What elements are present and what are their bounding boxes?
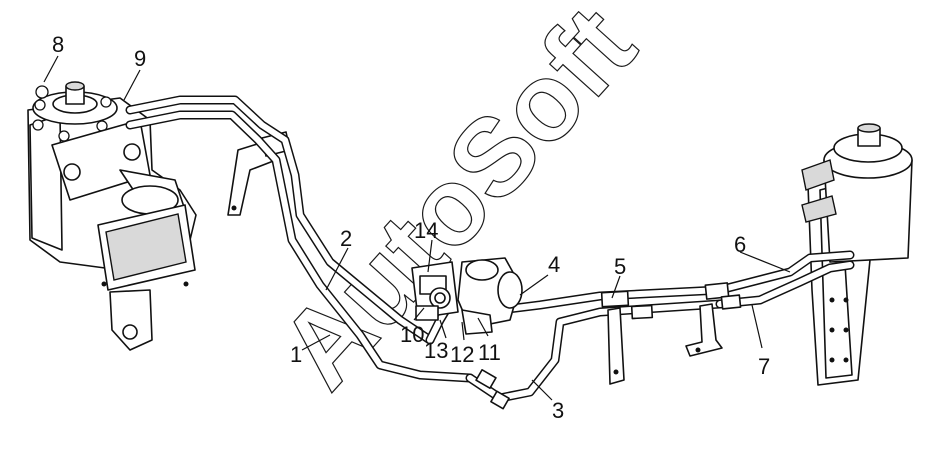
callout-12: 12 bbox=[450, 342, 474, 367]
callout-14: 14 bbox=[414, 218, 438, 243]
callout-8: 8 bbox=[52, 32, 64, 57]
callout-11: 11 bbox=[478, 340, 501, 365]
reservoir bbox=[801, 123, 913, 386]
leader-lines bbox=[43, 55, 791, 401]
callout-labels: 1 2 3 4 5 6 7 8 9 10 11 12 13 14 bbox=[52, 32, 770, 423]
callout-9: 9 bbox=[134, 46, 146, 71]
steering-gear bbox=[27, 81, 197, 351]
callout-10: 10 bbox=[400, 322, 424, 347]
callout-2: 2 bbox=[340, 226, 352, 251]
valve-block bbox=[411, 257, 523, 335]
callout-13: 13 bbox=[424, 338, 448, 363]
callout-5: 5 bbox=[614, 254, 626, 279]
callout-7: 7 bbox=[758, 354, 770, 379]
callout-6: 6 bbox=[734, 232, 746, 257]
callout-3: 3 bbox=[552, 398, 564, 423]
lower-brackets bbox=[607, 303, 723, 385]
callout-1: 1 bbox=[290, 342, 302, 367]
callout-4: 4 bbox=[548, 252, 560, 277]
